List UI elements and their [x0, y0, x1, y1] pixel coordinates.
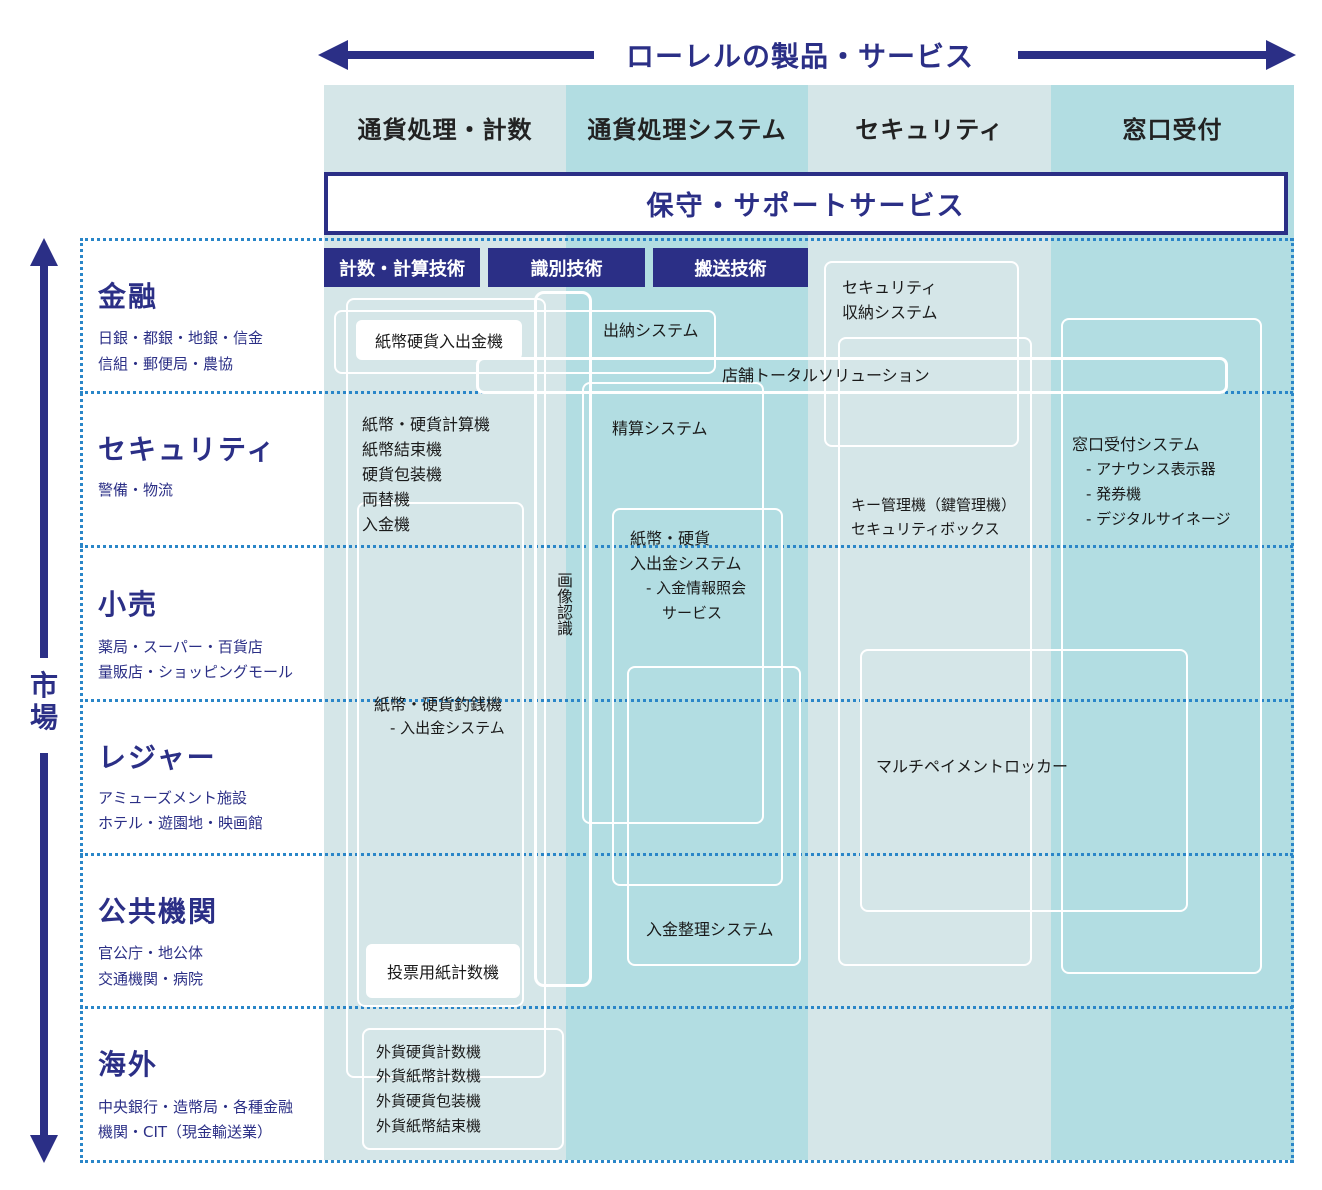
product-reception-1: 窓口受付システム: [1072, 435, 1200, 454]
arrow-up-head: [30, 238, 58, 266]
market-overseas-sub: 中央銀行・造幣局・各種金融: [98, 1098, 294, 1116]
product-deposit-organize: 入金整理システム: [646, 920, 774, 939]
grid-line: [80, 1160, 1293, 1163]
market-retail-sub: 量販店・ショッピングモール: [98, 663, 294, 681]
grid-line: [80, 853, 1293, 856]
tech-counting: 計数・計算技術: [324, 248, 480, 287]
arrow-up-shaft: [40, 262, 48, 658]
grid-line-vertical: [1291, 238, 1294, 1163]
product-store-total-solution: 店舗トータルソリューション: [722, 366, 930, 385]
column-header-security: セキュリティ: [855, 116, 1004, 144]
product-foreign-2: 外貨紙幣計数機: [376, 1067, 482, 1085]
box-calculators: [346, 298, 546, 1078]
grid-line: [80, 238, 1293, 241]
box-deposit-organize: [627, 666, 801, 966]
product-foreign-1: 外貨硬貨計数機: [376, 1043, 482, 1061]
product-calculator-5: 入金機: [362, 515, 411, 534]
product-deposit-system-3: - 入金情報照会: [646, 579, 747, 597]
box-changer: [357, 502, 524, 1007]
product-reception-4: - デジタルサイネージ: [1086, 510, 1231, 528]
market-finance-sub: 日銀・都銀・地銀・信金: [98, 329, 264, 347]
market-overseas: 海外: [98, 1048, 159, 1081]
tech-transport: 搬送技術: [653, 248, 808, 287]
product-security-storage-1: セキュリティ: [842, 278, 938, 297]
market-axis-label: 市場: [29, 669, 58, 734]
market-leisure-sub: アミューズメント施設: [98, 789, 247, 807]
product-key-management-1: キー管理機（鍵管理機）: [851, 496, 1017, 514]
product-key-management-2: セキュリティボックス: [851, 520, 1000, 538]
arrow-down-head: [30, 1135, 58, 1163]
product-ballot-counter: 投票用紙計数機: [366, 944, 520, 998]
market-security-sub: 警備・物流: [98, 481, 174, 499]
product-deposit-system-2: 入出金システム: [630, 554, 742, 573]
market-finance-sub: 信組・郵便局・農協: [98, 355, 234, 373]
market-retail: 小売: [98, 588, 159, 621]
product-image-recognition: 画像認識: [554, 572, 573, 636]
box-security-storage: [824, 261, 1019, 447]
column-bg-reception: [1051, 85, 1294, 1160]
product-cash-management: 出納システム: [603, 321, 699, 340]
product-deposit-system-4: サービス: [662, 604, 723, 622]
market-retail-sub: 薬局・スーパー・百貨店: [98, 638, 263, 656]
arrow-left-head: [318, 40, 348, 70]
market-public: 公共機関: [98, 895, 219, 928]
market-public-sub: 交通機関・病院: [98, 970, 204, 988]
market-double-arrow: [30, 238, 58, 1163]
product-foreign-3: 外貨硬貨包装機: [376, 1092, 482, 1110]
products-double-arrow: [318, 40, 1296, 70]
box-image-recognition: [534, 291, 592, 987]
market-leisure: レジャー: [98, 741, 217, 774]
box-reception: [1061, 318, 1262, 974]
product-calculator-3: 硬貨包装機: [362, 465, 443, 484]
market-security: セキュリティ: [98, 433, 277, 466]
box-foreign: [362, 1028, 564, 1150]
product-multi-payment-locker: マルチペイメントロッカー: [876, 757, 1069, 776]
product-security-storage-2: 収納システム: [842, 303, 938, 322]
product-reception-2: - アナウンス表示器: [1086, 460, 1216, 478]
column-header-currency-systems: 通貨処理システム: [587, 116, 787, 144]
product-settlement-system: 精算システム: [612, 419, 708, 438]
box-deposit-system: [612, 508, 783, 886]
arrow-right-shaft: [1018, 51, 1268, 59]
product-note-coin-deposit-machine: 紙幣硬貨入出金機: [356, 320, 522, 360]
product-change-machine-1: 紙幣・硬貨釣銭機: [374, 695, 503, 714]
grid-line: [80, 699, 1293, 702]
box-key-management: [838, 337, 1032, 966]
column-header-reception: 窓口受付: [1122, 116, 1223, 144]
grid-line: [80, 545, 1293, 548]
support-services-banner: 保守・サポートサービス: [324, 172, 1288, 235]
market-public-sub: 官公庁・地公体: [98, 944, 204, 962]
product-calculator-1: 紙幣・硬貨計算機: [362, 415, 491, 434]
market-overseas-sub: 機関・CIT（現金輸送業）: [98, 1123, 273, 1141]
product-reception-3: - 発券機: [1086, 485, 1142, 503]
page-title: ローレルの製品・サービス: [625, 40, 974, 73]
box-finance-group: [334, 310, 716, 374]
product-calculator-2: 紙幣結束機: [362, 440, 443, 459]
market-leisure-sub: ホテル・遊園地・映画館: [98, 814, 264, 832]
arrow-down-shaft: [40, 753, 48, 1139]
box-settlement: [582, 382, 764, 824]
tech-recognition: 識別技術: [488, 248, 645, 287]
product-deposit-system-1: 紙幣・硬貨: [630, 529, 711, 548]
grid-line-vertical: [80, 238, 83, 1163]
box-locker: [860, 649, 1188, 912]
column-bg-security: [808, 85, 1051, 1160]
arrow-left-shaft: [344, 51, 594, 59]
grid-line: [80, 1006, 1293, 1009]
product-foreign-4: 外貨紙幣結束機: [376, 1117, 482, 1135]
box-store-solution: [476, 357, 1228, 394]
product-change-machine-2: - 入出金システム: [390, 719, 505, 737]
arrow-right-head: [1266, 40, 1296, 70]
market-finance: 金融: [98, 280, 159, 313]
product-calculator-4: 両替機: [362, 490, 411, 509]
column-header-currency-counting: 通貨処理・計数: [357, 116, 533, 144]
